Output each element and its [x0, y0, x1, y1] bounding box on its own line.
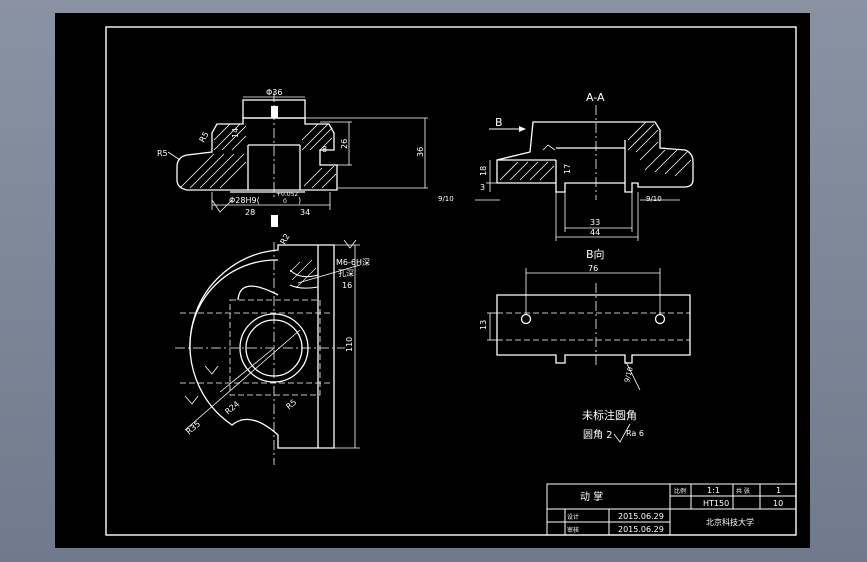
scale-label: 比例: [674, 487, 686, 495]
dim-14: 14: [231, 128, 240, 138]
view-b-labels: B向 76 13 9/10: [479, 247, 635, 383]
top-view-labels: Φ36 14 R5 R5 8 26 36 Φ28H9( +0.052 0 ) 2…: [157, 88, 425, 217]
roughness-view-b: 9/10: [623, 366, 635, 383]
dim-76: 76: [588, 264, 598, 273]
title-block: [546, 483, 797, 536]
scale-value: 1:1: [707, 486, 720, 495]
dim-3: 3: [480, 183, 485, 192]
top-view-hatching: [179, 123, 337, 189]
roughness-right: 9/10: [646, 195, 662, 203]
section-mark-bottom: [271, 215, 278, 227]
dim-18: 18: [479, 166, 488, 176]
dim-33: 33: [590, 218, 600, 227]
roughness-left: 9/10: [438, 195, 454, 203]
sheet-label: 共 张: [736, 487, 750, 495]
notes-roughness: Ra 6: [626, 429, 644, 438]
dim-r5-left: R5: [157, 149, 168, 158]
view-b-title: B向: [586, 247, 605, 261]
section-a-a-labels: A-A B 18 3 17 33 44 9/10 9/10: [438, 91, 662, 237]
date-design: 2015.06.29: [618, 512, 664, 521]
drawing-sheet: [55, 13, 810, 548]
section-hatching: [499, 121, 692, 181]
dim-dia-36: Φ36: [266, 88, 282, 97]
dim-thread-depth: 孔深: [338, 269, 354, 278]
checker-label: 审核: [567, 526, 579, 534]
title-block-text: 动 掌 比例 1:1 共 张 1 HT150 10 设计 审核 2015.06.…: [567, 486, 783, 534]
tol-upper: +0.052: [276, 191, 298, 198]
designer-label: 设计: [567, 513, 579, 521]
section-mark-top: [271, 106, 278, 118]
drawing-frame: [105, 26, 797, 536]
dim-44: 44: [590, 228, 600, 237]
dim-17: 17: [563, 164, 572, 174]
dim-36-vertical: 36: [416, 147, 425, 157]
view-b: [487, 268, 691, 391]
sheet-value: 1: [776, 486, 781, 495]
view-b-arrow-label: B: [495, 116, 503, 129]
thread-hatching: [289, 259, 317, 289]
section-title-a-a: A-A: [586, 91, 605, 104]
notes-block: 未标注圆角 圆角 2 Ra 6: [582, 408, 644, 443]
tol-lower: 0: [283, 198, 287, 205]
dim-thread-m6: M6-6H深: [336, 258, 370, 267]
dim-16: 16: [342, 281, 352, 290]
notes-line: 圆角 2: [583, 429, 613, 441]
part-name: 动 掌: [580, 491, 603, 503]
qty-value: 10: [773, 499, 783, 508]
tol-close: ): [298, 196, 301, 205]
dim-34: 34: [300, 208, 310, 217]
material-value: HT150: [703, 499, 729, 508]
dim-28: 28: [245, 208, 255, 217]
notes-title: 未标注圆角: [582, 408, 637, 422]
section-a-a-view: [475, 105, 694, 241]
dim-13: 13: [479, 320, 488, 330]
dim-110: 110: [345, 337, 354, 352]
dim-26: 26: [340, 139, 349, 149]
date-check: 2015.06.29: [618, 525, 664, 534]
dim-8: 8: [322, 145, 327, 154]
school-name: 北京科技大学: [706, 517, 754, 527]
dim-28h9: Φ28H9(: [229, 196, 260, 205]
front-view: [175, 239, 361, 465]
top-view: [167, 92, 428, 227]
